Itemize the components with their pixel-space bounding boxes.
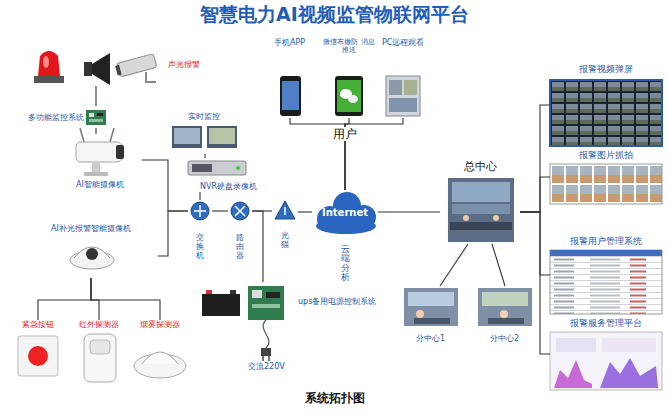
device-node: 红外探测器 <box>70 320 128 386</box>
device-node: 总中心 <box>440 160 520 244</box>
device-node: 多功能监控系统 <box>28 106 110 128</box>
node-label: 总中心 <box>464 160 497 173</box>
photo-strip <box>550 164 662 204</box>
connector <box>252 211 263 282</box>
power-plug <box>261 320 271 361</box>
connector <box>95 128 96 134</box>
cloud-shape <box>316 192 376 234</box>
connector <box>204 154 205 158</box>
device-node: 微信布撤防 消息推送 <box>321 38 377 118</box>
connector <box>95 86 96 106</box>
phone-icon <box>280 76 301 116</box>
device-node: Internet 云端分析 <box>312 190 378 282</box>
horn-icon <box>84 53 110 85</box>
connector <box>91 278 160 320</box>
node-label: NVR硬盘录像机 <box>200 182 257 192</box>
strobe-light <box>34 51 64 83</box>
connector <box>38 278 91 320</box>
node-label: 报警服务管理平台 <box>570 318 642 328</box>
node-label: Internet <box>322 207 368 219</box>
free-label: 用户 <box>331 127 359 141</box>
device-node: 紧急按钮 <box>12 320 64 382</box>
node-label: 烟雾探测器 <box>140 320 180 330</box>
infrared-detector <box>84 334 116 382</box>
ups-battery <box>202 286 284 320</box>
connector <box>378 211 440 212</box>
node-label: 手机APP <box>274 38 305 48</box>
sub-center-photo <box>404 288 532 326</box>
node-label: AI智能摄像机 <box>76 180 124 190</box>
connector <box>520 212 550 275</box>
camera-icon <box>115 54 157 82</box>
node-label: AI补光报警智能摄像机 <box>51 224 131 234</box>
switch-icon <box>191 202 209 220</box>
node-label: 报警图片抓拍 <box>579 150 633 160</box>
device-node: AI补光报警智能摄像机 <box>24 224 158 278</box>
wechat-icon <box>335 76 363 116</box>
device-node: 报警视频弹屏 <box>550 64 662 146</box>
device-node: 交换机 <box>188 200 212 260</box>
pc-icon <box>386 76 420 116</box>
device-node: 手机APP <box>268 38 312 118</box>
device-node: 分中心2 <box>476 286 534 344</box>
router-icon <box>231 202 249 220</box>
monitor-screens <box>172 126 237 148</box>
device-node: 光猫 <box>272 200 298 250</box>
node-label: 交换机 <box>196 234 204 260</box>
device-node: ups备用电源控制系统 <box>198 282 376 322</box>
control-board <box>86 110 106 125</box>
node-label: ups备用电源控制系统 <box>298 297 376 307</box>
connector <box>520 177 550 212</box>
node-label: 报警视频弹屏 <box>579 64 633 74</box>
node-label: 分中心1 <box>416 334 445 344</box>
node-label: 红外探测器 <box>79 320 119 330</box>
diagram-title: 智慧电力AI视频监管物联网平台 <box>200 3 469 26</box>
node-label: 报警用户管理系统 <box>570 236 642 246</box>
connector <box>158 211 188 256</box>
node-label: 声光报警 <box>168 60 200 70</box>
bullet-camera <box>76 128 124 176</box>
modem-icon <box>275 201 295 219</box>
node-label: PC远程观看 <box>382 38 424 48</box>
dome-camera <box>70 247 114 269</box>
connector <box>520 212 550 354</box>
connector <box>298 211 312 212</box>
device-node: PC远程观看 <box>380 38 426 118</box>
device-node: 烟雾探测器 <box>132 320 188 382</box>
connector <box>440 244 468 286</box>
connector <box>520 105 550 212</box>
device-node: 实时监控 <box>168 112 240 154</box>
connector <box>212 210 228 211</box>
connector <box>91 278 99 320</box>
smoke-detector <box>134 352 186 378</box>
device-node: NVR硬盘录像机 <box>180 158 278 192</box>
node-label: 多功能监控系统 <box>28 113 84 122</box>
node-label: 云端分析 <box>341 245 350 282</box>
connector <box>199 192 200 200</box>
connector <box>492 244 505 286</box>
free-label: 交流220V <box>248 362 285 372</box>
emergency-button <box>18 336 58 376</box>
device-node: 报警用户管理系统 <box>550 236 662 314</box>
device-node: 声光报警 <box>28 44 200 86</box>
device-node: 分中心1 <box>402 286 460 344</box>
chart-panel <box>550 332 662 390</box>
user-table <box>550 250 662 314</box>
video-wall <box>550 80 662 146</box>
device-node: 路由器 <box>228 200 252 260</box>
node-label: 微信布撤防 消息推送 <box>322 38 376 55</box>
node-label: 分中心2 <box>490 334 519 344</box>
node-label: 实时监控 <box>188 112 220 122</box>
node-label: 路由器 <box>236 234 244 260</box>
device-node: 报警服务管理平台 <box>550 318 662 390</box>
node-label: 紧急按钮 <box>22 320 54 330</box>
device-node: 报警图片抓拍 <box>550 150 662 204</box>
device-node: AI智能摄像机 <box>58 134 142 190</box>
diagram-caption: 系统拓扑图 <box>305 391 365 405</box>
control-room <box>448 178 514 242</box>
nvr-box <box>188 161 246 175</box>
connector <box>142 160 188 211</box>
node-label: 光猫 <box>281 232 289 250</box>
